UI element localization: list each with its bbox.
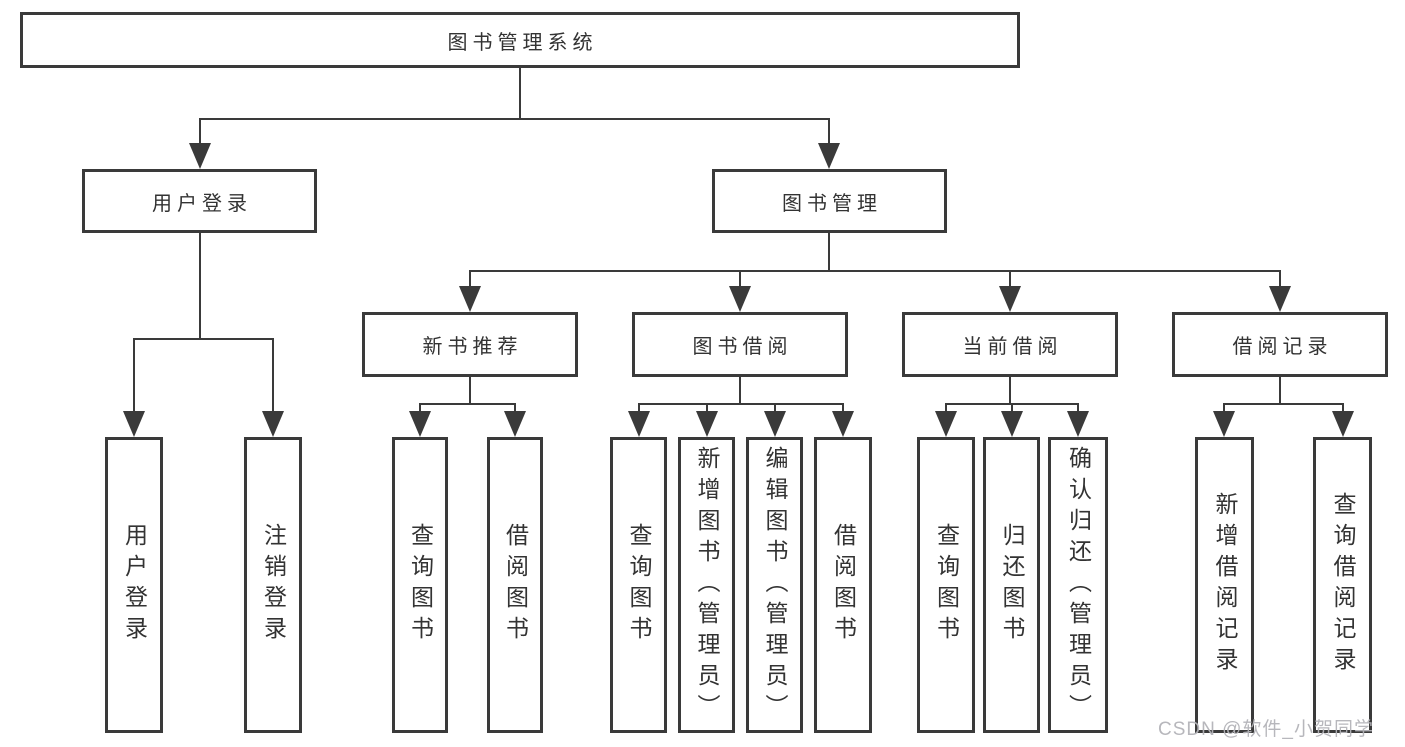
connector-drop-c1 [638,403,640,413]
connector-drop-book-borrow [739,270,741,288]
connector-drop-current-borrow [1009,270,1011,288]
leaf-return-book-label: 归还图书 [999,523,1025,647]
leaf-borrow-books-recommend: 借阅图书 [487,437,543,733]
connector-new-book-bus [419,403,516,405]
connector-drop-e1 [1223,403,1225,413]
arrowhead-c4 [832,411,854,437]
node-new-book-recommend-label: 新书推荐 [422,336,523,358]
arrowhead-d2 [1001,411,1023,437]
leaf-query-books-borrow-label: 查询图书 [626,523,652,647]
arrowhead-c3 [764,411,786,437]
arrowhead-leaf-user-login [123,411,145,437]
connector-borrow-records-stem [1279,377,1281,405]
connector-drop-book-mgmt [828,118,830,146]
node-book-borrow-label: 图书借阅 [692,336,793,358]
leaf-query-books-current-label: 查询图书 [933,523,960,647]
connector-drop-e2 [1342,403,1344,413]
node-current-borrow: 当前借阅 [902,312,1118,377]
connector-book-borrow-bus [638,403,844,405]
node-borrow-records: 借阅记录 [1172,312,1388,377]
connector-drop-borrow-records [1279,270,1281,288]
leaf-edit-book-admin: 编辑图书（管理员） [746,437,803,733]
node-user-login: 用户登录 [82,169,317,233]
connector-drop-leaf-logout [272,338,274,413]
connector-drop-new-book [469,270,471,288]
arrowhead-book-borrow [729,286,751,312]
leaf-query-borrow-record-label: 查询借阅记录 [1330,492,1356,678]
leaf-borrow-books-recommend-label: 借阅图书 [502,523,529,647]
connector-new-book-stem [469,377,471,405]
leaf-add-borrow-record-label: 新增借阅记录 [1212,492,1238,678]
arrowhead-new-book [459,286,481,312]
csdn-watermark: CSDN @软件_小贺同学 [1158,719,1374,740]
connector-root-stem [519,68,521,120]
node-book-borrow: 图书借阅 [632,312,848,377]
leaf-logout: 注销登录 [244,437,302,733]
connector-user-login-bus [133,338,274,340]
leaf-user-login-label: 用户登录 [121,523,148,647]
leaf-add-borrow-record: 新增借阅记录 [1195,437,1254,733]
leaf-query-borrow-record: 查询借阅记录 [1313,437,1372,733]
connector-current-borrow-stem [1009,377,1011,405]
leaf-query-books-recommend: 查询图书 [392,437,448,733]
leaf-return-book: 归还图书 [983,437,1040,733]
node-root: 图书管理系统 [20,12,1020,68]
leaf-user-login: 用户登录 [105,437,163,733]
connector-drop-user-login [199,118,201,146]
leaf-borrow-books: 借阅图书 [814,437,872,733]
leaf-query-books-recommend-label: 查询图书 [407,523,434,647]
leaf-add-book-admin-label: 新增图书（管理员） [694,445,720,725]
connector-user-login-stem [199,233,201,340]
arrowhead-e1 [1213,411,1235,437]
node-current-borrow-label: 当前借阅 [962,336,1063,358]
connector-drop-c3 [774,403,776,413]
connector-drop-c2 [706,403,708,413]
arrowhead-d3 [1067,411,1089,437]
connector-drop-d2 [1011,403,1013,413]
leaf-confirm-return-admin: 确认归还（管理员） [1048,437,1108,733]
connector-drop-b2 [514,403,516,413]
connector-drop-b1 [419,403,421,413]
arrowhead-c2 [696,411,718,437]
leaf-query-books-current: 查询图书 [917,437,975,733]
leaf-confirm-return-admin-label: 确认归还（管理员） [1065,445,1092,725]
connector-borrow-records-bus [1223,403,1343,405]
arrowhead-d1 [935,411,957,437]
node-user-login-label: 用户登录 [152,192,252,215]
connector-drop-leaf-user-login [133,338,135,413]
node-new-book-recommend: 新书推荐 [362,312,578,377]
arrowhead-b2 [504,411,526,437]
arrowhead-e2 [1332,411,1354,437]
leaf-edit-book-admin-label: 编辑图书（管理员） [762,445,788,725]
leaf-borrow-books-label: 借阅图书 [830,523,857,647]
connector-book-mgmt-bus [469,270,1281,272]
leaf-add-book-admin: 新增图书（管理员） [678,437,735,733]
arrowhead-b1 [409,411,431,437]
node-book-management-label: 图书管理 [782,192,882,215]
leaf-logout-label: 注销登录 [260,523,287,647]
arrowhead-book-mgmt [818,143,840,169]
arrowhead-leaf-logout [262,411,284,437]
node-root-label: 图书管理系统 [447,31,598,54]
connector-root-bus [199,118,830,120]
arrowhead-current-borrow [999,286,1021,312]
node-borrow-records-label: 借阅记录 [1232,336,1333,358]
connector-drop-c4 [842,403,844,413]
arrowhead-borrow-records [1269,286,1291,312]
arrowhead-user-login [189,143,211,169]
leaf-query-books-borrow: 查询图书 [610,437,667,733]
connector-book-borrow-stem [739,377,741,405]
arrowhead-c1 [628,411,650,437]
node-book-management: 图书管理 [712,169,947,233]
connector-drop-d3 [1077,403,1079,413]
connector-book-mgmt-stem [828,233,830,272]
connector-drop-d1 [945,403,947,413]
